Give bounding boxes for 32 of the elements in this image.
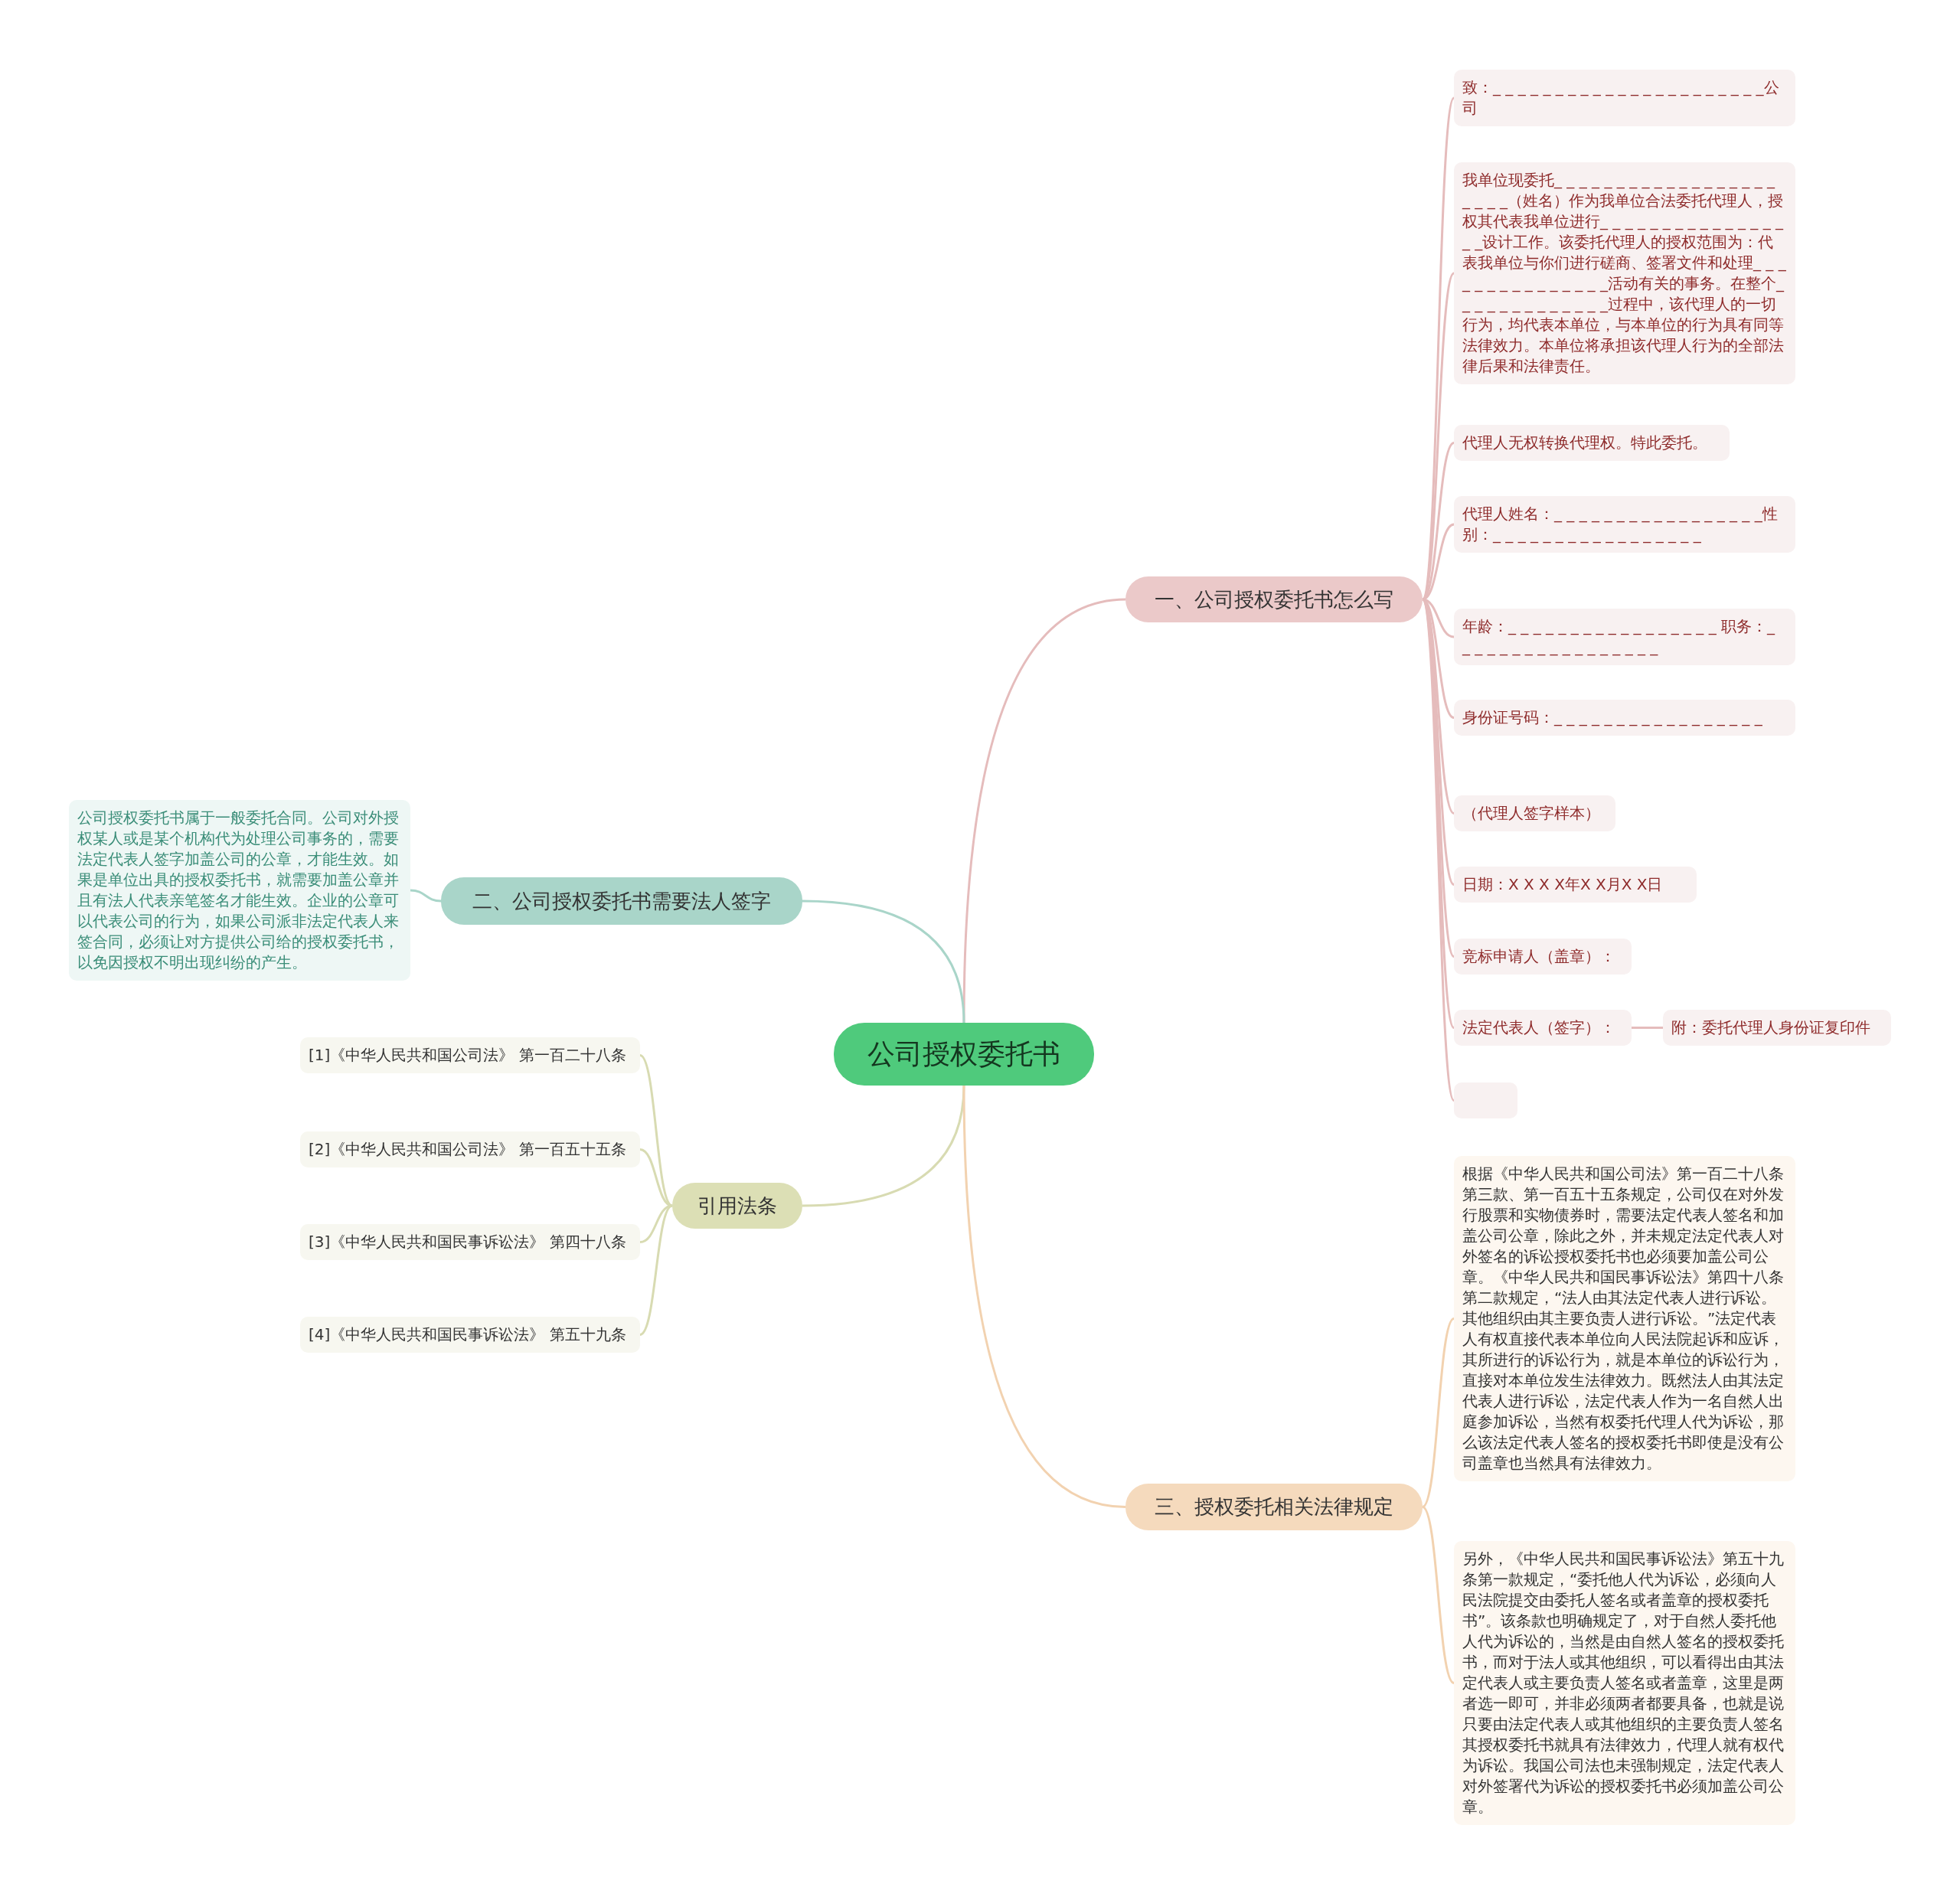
central-topic: 公司授权委托书 (834, 1023, 1094, 1086)
branch-topic: 二、公司授权委托书需要法人签字 (441, 877, 802, 925)
subtopic-card: （代理人签字样本） (1454, 795, 1615, 831)
branch-topic: 一、公司授权委托书怎么写 (1125, 576, 1423, 622)
empty-card (1454, 1082, 1517, 1118)
subtopic-card: [4]《中华人民共和国民事诉讼法》 第五十九条 (300, 1317, 640, 1353)
subtopic-card: 附：委托代理人身份证复印件 (1663, 1010, 1891, 1046)
subtopic-card: [1]《中华人民共和国公司法》 第一百二十八条 (300, 1037, 640, 1073)
subtopic-card: [3]《中华人民共和国民事诉讼法》 第四十八条 (300, 1224, 640, 1260)
branch-topic: 引用法条 (672, 1183, 802, 1229)
connector-line (639, 1204, 673, 1336)
subtopic-card: [2]《中华人民共和国公司法》 第一百五十五条 (300, 1131, 640, 1167)
subtopic-card: 致：_ _ _ _ _ _ _ _ _ _ _ _ _ _ _ _ _ _ _ _ _ _公司 (1454, 70, 1795, 126)
subtopic-card: 公司授权委托书属于一般委托合同。公司对外授权某人或是某个机构代为处理公司事务的，需要法定代表人签字加盖公司的公章，才能生效。如果是单位出具的授权委托书，就需要加盖公章并且有法人代表亲笔签名才能生效。企业的公章可以代表公司的行为，如果公司派非法定代表人来签合同，必须让对方提供公司给的授权委托书，以免因授权不明出现纠纷的产生。 (69, 800, 410, 981)
connector-line (1421, 1317, 1455, 1508)
subtopic-card: 另外，《中华人民共和国民事诉讼法》第五十九条第一款规定，“委托他人代为诉讼，必须向人民法院提交由委托人签名或者盖章的授权委托书”。该条款也明确规定了，对于自然人委托他人代为诉讼的，当然是由自然人签名的授权委托书，而对于法人或其他组织，可以看得出由其法定代表人或主要负责人签名或者盖章，这里是两者选一即可，并非必须两者都要具备，也就是说只要由法定代表人或其他组织的主要负责人签名其授权委托书就具有法律效力，代理人就有权代为诉讼。我国公司法也未强制规定，法定代表人对外签署代为诉讼的授权委托书必须加盖公司公章。 (1454, 1541, 1795, 1825)
connector-line (802, 900, 965, 1024)
connector-line (410, 889, 442, 903)
subtopic-card: 日期：X X X X年X X月X X日 (1454, 867, 1697, 903)
subtopic-card: 法定代表人（签字）： (1454, 1010, 1632, 1046)
connector-line (1421, 1506, 1455, 1684)
subtopic-card: 代理人姓名：_ _ _ _ _ _ _ _ _ _ _ _ _ _ _ _ _性别：_ _ _ _ _ _ _ _ _ _ _ _ _ _ _ _ _ (1454, 496, 1795, 553)
subtopic-card: 竞标申请人（盖章）： (1454, 939, 1632, 975)
connector-line (962, 1085, 1126, 1508)
branch-topic: 三、授权委托相关法律规定 (1125, 1484, 1423, 1530)
connector-line (802, 1085, 965, 1207)
subtopic-card: 根据《中华人民共和国公司法》第一百二十八条第三款、第一百五十五条规定，公司仅在对外发行股票和实物债券时，需要法定代表人签名和加盖公司公章，除此之外，并未规定法定代表人对外签名的诉讼授权委托书也必须要加盖公司公章。《中华人民共和国民事诉讼法》第四十八条第二款规定，“法人由其法定代表人进行诉讼。其他组织由其主要负责人进行诉讼。”法定代表人有权直接代表本单位向人民法院起诉和应诉，其所进行的诉讼行为，就是本单位的诉讼行为，直接对本单位发生法律效力。既然法人由其法定代表人进行诉讼，法定代表人作为一名自然人出庭参加诉讼，当然有权委托代理人代为诉讼，那么该法定代表人签名的授权委托书即使是没有公司盖章也当然具有法律效力。 (1454, 1156, 1795, 1481)
subtopic-card: 我单位现委托_ _ _ _ _ _ _ _ _ _ _ _ _ _ _ _ _ _ _ _ _ _（姓名）作为我单位合法委托代理人，授权其代表我单位进行_ _ _ _ _ _ _ _ _ _ _ _ _ _ _ _ _设计工作。该委托代理人的授权范围为：代表我单位与你们进行磋商、签署文件和处理_ _ _ _ _ _ _ _ _ _ _ _ _ _ _活动有关的事务。在整个_ _ _ _ _ _ _ _ _ _ _ _ _过程中，该代理人的一切行为，均代表本单位，与本单位的行为具有同等法律效力。本单位将承担该代理人行为的全部法律后果和法律责任。 (1454, 162, 1795, 384)
subtopic-card: 身份证号码：_ _ _ _ _ _ _ _ _ _ _ _ _ _ _ _ _ (1454, 700, 1795, 736)
subtopic-card: 代理人无权转换代理权。特此委托。 (1454, 425, 1730, 461)
connector-line (1632, 1027, 1663, 1029)
subtopic-card: 年龄：_ _ _ _ _ _ _ _ _ _ _ _ _ _ _ _ _ 职务：_ _ _ _ _ _ _ _ _ _ _ _ _ _ _ _ _ (1454, 609, 1795, 665)
